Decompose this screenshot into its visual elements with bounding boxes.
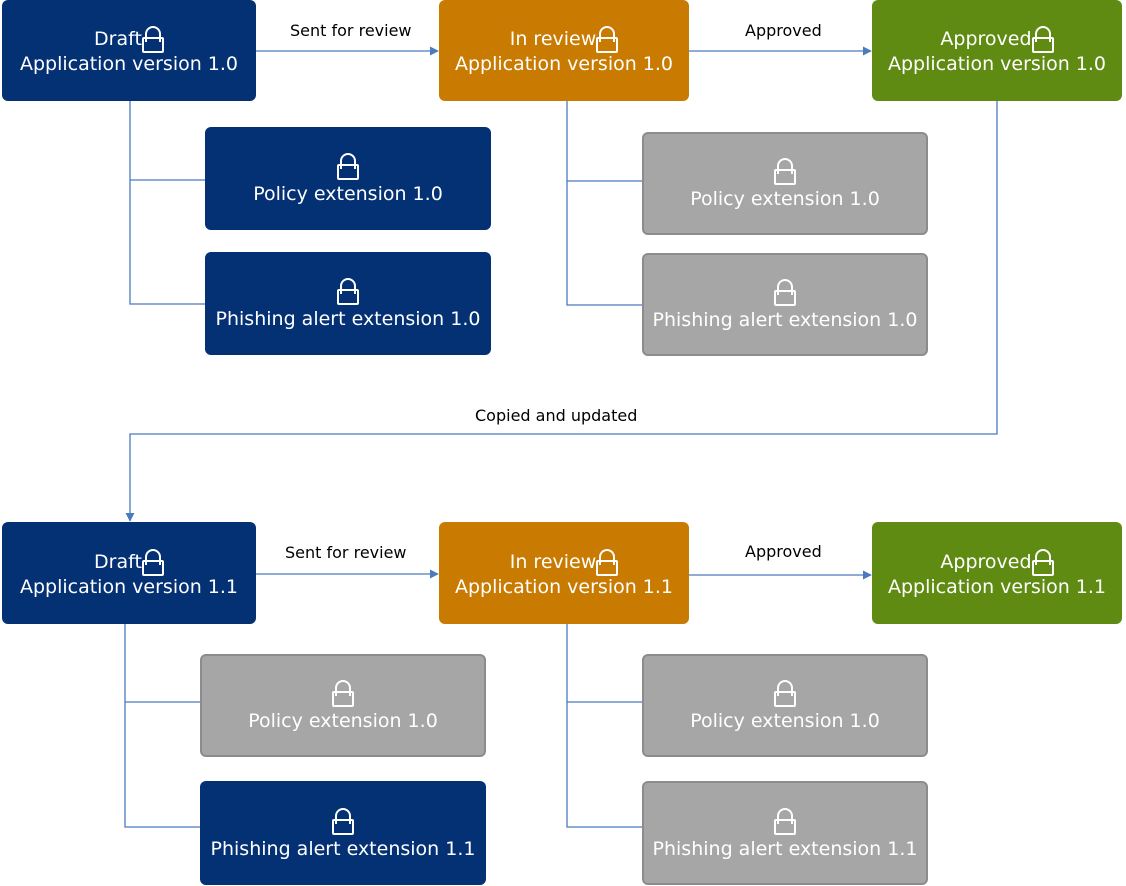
top-review-branch-line [566, 101, 642, 306]
lock-icon [774, 279, 796, 306]
bottom-draft-policy-extension-box: Policy extension 1.0 [200, 654, 486, 757]
top-approved-stage-box: Approved Application version 1.0 [872, 0, 1122, 101]
bottom-review-policy-extension-box: Policy extension 1.0 [642, 654, 928, 757]
application-version-label: Application version 1.0 [454, 53, 674, 75]
top-draft-stage-box: Draft Application version 1.0 [2, 0, 256, 101]
lock-icon [141, 548, 164, 576]
lock-icon [337, 153, 359, 180]
application-version-label: Application version 1.0 [887, 53, 1107, 75]
lock-icon [332, 680, 354, 707]
lock-icon [774, 158, 796, 185]
top-sent-for-review-label: Sent for review [290, 21, 412, 40]
lock-icon [596, 26, 619, 53]
bottom-draft-phishing-extension-box: Phishing alert extension 1.1 [200, 781, 486, 885]
lock-icon [596, 548, 619, 576]
stage-status-label: Draft [94, 550, 142, 573]
lock-icon [141, 26, 164, 53]
bottom-review-phishing-extension-box: Phishing alert extension 1.1 [642, 781, 928, 885]
extension-label: Phishing alert extension 1.1 [652, 837, 918, 860]
top-draft-phishing-extension-box: Phishing alert extension 1.0 [205, 252, 491, 355]
stage-status-label: Draft [94, 28, 142, 50]
lock-icon [332, 807, 354, 835]
application-version-label: Application version 1.0 [19, 53, 239, 75]
top-draft-branch-line [129, 101, 205, 305]
extension-label: Policy extension 1.0 [690, 188, 880, 210]
application-version-label: Application version 1.1 [19, 575, 239, 598]
bottom-approved-stage-box: Approved Application version 1.1 [872, 522, 1122, 624]
stage-status-label: Approved [940, 28, 1032, 50]
stage-status-label: In review [509, 550, 597, 573]
bottom-review-stage-box: In review Application version 1.1 [439, 522, 689, 624]
bottom-approved-label: Approved [745, 542, 822, 561]
top-review-policy-extension-box: Policy extension 1.0 [642, 132, 928, 235]
extension-label: Policy extension 1.0 [690, 710, 880, 732]
top-approved-label: Approved [745, 21, 822, 40]
lock-icon [774, 680, 796, 707]
extension-label: Policy extension 1.0 [248, 710, 438, 732]
bottom-sent-for-review-label: Sent for review [285, 543, 407, 562]
lock-icon [774, 807, 796, 835]
top-draft-policy-extension-box: Policy extension 1.0 [205, 127, 491, 230]
bottom-review-branch-line [566, 624, 642, 828]
copied-and-updated-label: Copied and updated [475, 406, 638, 425]
stage-status-label: In review [509, 28, 597, 50]
application-version-label: Application version 1.1 [887, 575, 1107, 598]
extension-label: Phishing alert extension 1.1 [210, 837, 476, 860]
lock-icon [1031, 548, 1054, 576]
bottom-draft-branch-line [124, 624, 200, 828]
stage-status-label: Approved [940, 550, 1032, 573]
top-review-phishing-extension-box: Phishing alert extension 1.0 [642, 253, 928, 356]
lock-icon [337, 278, 359, 305]
top-review-stage-box: In review Application version 1.0 [439, 0, 689, 101]
extension-label: Policy extension 1.0 [253, 183, 443, 205]
copy-flow-arrow [125, 101, 998, 522]
bottom-draft-stage-box: Draft Application version 1.1 [2, 522, 256, 624]
extension-label: Phishing alert extension 1.0 [652, 309, 918, 331]
application-version-label: Application version 1.1 [454, 575, 674, 598]
extension-label: Phishing alert extension 1.0 [215, 308, 481, 330]
lock-icon [1031, 26, 1054, 53]
